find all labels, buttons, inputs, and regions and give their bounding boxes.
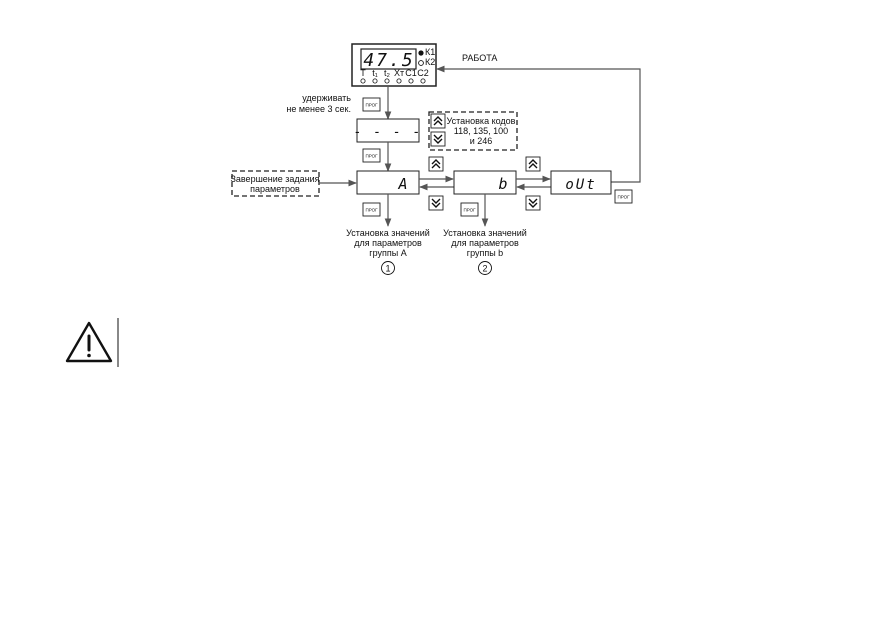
led-k2 (418, 60, 424, 66)
down-button[interactable] (428, 195, 444, 211)
indicator-led (396, 78, 402, 84)
up-button[interactable] (525, 156, 541, 172)
indicator-label: С2 (417, 68, 429, 78)
marker-1-circle (381, 261, 395, 275)
hold-text-line2: не менее 3 сек. (286, 104, 351, 114)
device-panel: 47.5 К1 К2 T t₁ t₂ Xт С1 С2 (351, 43, 437, 87)
prog-button[interactable]: ПРОГ (460, 202, 479, 217)
svg-text:ПРОГ: ПРОГ (365, 208, 378, 213)
double-chevron-up-icon (528, 159, 538, 169)
double-chevron-down-icon (431, 198, 441, 208)
double-chevron-down-icon (433, 134, 443, 144)
return-arrow (436, 65, 641, 183)
warning-triangle-icon (65, 321, 113, 363)
double-chevron-down-icon (528, 198, 538, 208)
up-button[interactable] (430, 113, 446, 129)
double-chevron-up-icon (431, 159, 441, 169)
finish-text-line1: Завершение задания (230, 174, 319, 184)
finish-text-line2: параметров (250, 184, 300, 194)
marker-1: 1 (385, 264, 390, 274)
group-a-text-line2: для параметров (354, 238, 422, 248)
codes-text-line2: 118, 135, 100 (454, 126, 508, 136)
indicator-row: T t₁ t₂ Xт С1 С2 (360, 68, 429, 84)
screen-b-text: b (498, 175, 507, 193)
indicator-led (420, 78, 426, 84)
prog-button[interactable]: ПРОГ (362, 202, 381, 217)
hold-text-line1: удерживать (302, 93, 351, 103)
down-button[interactable] (430, 131, 446, 147)
indicator-label: t₂ (384, 68, 391, 78)
indicator-led (360, 78, 366, 84)
indicator-label: Xт (394, 68, 404, 78)
prog-button[interactable]: ПРОГ (362, 148, 381, 163)
screen-out-text: oUt (565, 177, 596, 193)
led-k1 (418, 50, 424, 56)
prog-button[interactable]: ПРОГ (362, 97, 381, 112)
indicator-label: t₁ (372, 68, 378, 78)
group-b-text-line3: группы b (467, 248, 503, 258)
double-chevron-up-icon (433, 116, 443, 126)
indicator-led (384, 78, 390, 84)
work-label: РАБОТА (462, 53, 497, 63)
indicator-label: С1 (405, 68, 417, 78)
prog-button[interactable]: ПРОГ (614, 189, 633, 204)
screen-a (356, 170, 420, 195)
group-a-text-line3: группы А (369, 248, 406, 258)
indicator-label: T (360, 68, 366, 78)
svg-text:ПРОГ: ПРОГ (365, 154, 378, 159)
screen-a-text: A (397, 175, 407, 193)
group-b-text-line2: для параметров (451, 238, 519, 248)
screen-out (550, 170, 612, 195)
device-display-value: 47.5 (363, 50, 414, 71)
led-k1-label: К1 (425, 47, 435, 57)
marker-2-circle (478, 261, 492, 275)
led-k2-label: К2 (425, 57, 435, 67)
svg-text:ПРОГ: ПРОГ (463, 208, 476, 213)
indicator-led (408, 78, 414, 84)
marker-2: 2 (482, 264, 487, 274)
finish-box (231, 170, 320, 197)
up-button[interactable] (428, 156, 444, 172)
codes-text-line1: Установка кодов (447, 116, 516, 126)
svg-text:ПРОГ: ПРОГ (365, 103, 378, 108)
group-b-text-line1: Установка значений (443, 228, 527, 238)
svg-text:ПРОГ: ПРОГ (617, 195, 630, 200)
group-a-text-line1: Установка значений (346, 228, 430, 238)
device-display (360, 48, 417, 70)
indicator-led (372, 78, 378, 84)
screen-dashes-text: - - - - (354, 125, 423, 140)
down-button[interactable] (525, 195, 541, 211)
codes-text-line3: и 246 (470, 136, 493, 146)
